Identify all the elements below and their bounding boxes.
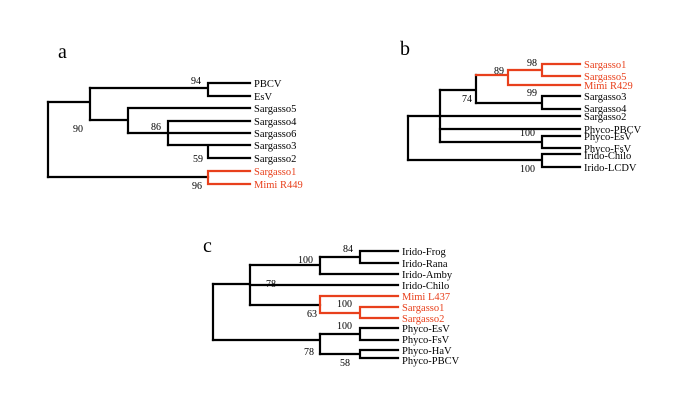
tree-a-bootstraps: 94 90 86 59 96: [73, 76, 203, 192]
tree-a-branch: [126, 119, 252, 147]
leaf-label-highlight: Mimi R429: [584, 81, 633, 92]
leaf-label: Phyco-FsV: [402, 335, 450, 346]
bootstrap-value: 89: [494, 66, 504, 77]
leaf-label: Phyco-HaV: [402, 346, 452, 357]
leaf-label-highlight: Sargasso1: [584, 60, 626, 71]
tree-a-branch: [88, 106, 252, 135]
tree-a-black-branches: [46, 81, 252, 179]
tree-b-branch: [438, 73, 478, 105]
leaf-label: Phyco-PBCV: [402, 356, 460, 367]
leaf-label: Sargasso2: [254, 154, 296, 165]
bootstrap-value: 100: [520, 164, 535, 175]
tree-b-branch: [438, 134, 582, 150]
leaf-label: Irido-Chilo: [402, 281, 449, 292]
leaf-label: Sargasso3: [584, 92, 626, 103]
leaf-label-highlight: Sargasso1: [254, 167, 296, 178]
leaf-label: Sargasso5: [254, 104, 296, 115]
tree-c-branch: [318, 348, 400, 360]
leaf-label: Irido-Frog: [402, 247, 446, 258]
tree-a-branch: [166, 143, 252, 160]
panel-a: a PBCV EsV Sargasso5 Sargasso4 Sargasso6…: [46, 41, 303, 192]
panel-letter-b: b: [400, 38, 410, 60]
bootstrap-value: 90: [73, 124, 83, 135]
leaf-label: EsV: [254, 92, 273, 103]
tree-b-black-branches: [406, 73, 582, 169]
tree-c-leaves: Irido-Frog Irido-Rana Irido-Amby Irido-C…: [402, 247, 460, 367]
leaf-label: Irido-Rana: [402, 259, 448, 270]
bootstrap-value: 100: [298, 255, 313, 266]
tree-c-bootstraps: 84 100 78 100 63 100 78 58: [266, 244, 353, 369]
panel-b: b Sargasso1 Sargasso5 Mimi R429 Sargasso…: [400, 38, 642, 175]
bootstrap-value: 78: [304, 347, 314, 358]
leaf-label: Phyco-PBCV: [584, 125, 642, 136]
tree-b-highlight-branches: [474, 62, 582, 87]
bootstrap-value: 96: [192, 181, 202, 192]
panel-letter-c: c: [203, 235, 212, 257]
tree-c-branch: [318, 249, 400, 265]
leaf-label-highlight: Mimi L437: [402, 292, 450, 303]
leaf-label: Sargasso3: [254, 141, 296, 152]
bootstrap-value: 58: [340, 358, 350, 369]
leaf-label: Irido-Amby: [402, 270, 453, 281]
tree-a-branch: [88, 81, 252, 98]
tree-b-leaves: Sargasso1 Sargasso5 Mimi R429 Sargasso3 …: [584, 60, 642, 174]
tree-b-branch: [406, 88, 442, 144]
tree-b-branch: [474, 94, 582, 111]
bootstrap-value: 94: [191, 76, 201, 87]
bootstrap-value: 63: [307, 309, 317, 320]
leaf-label: PBCV: [254, 79, 282, 90]
bootstrap-value: 100: [520, 128, 535, 139]
leaf-label: Sargasso2: [584, 112, 626, 123]
tree-a-leaves: PBCV EsV Sargasso5 Sargasso4 Sargasso6 S…: [254, 79, 303, 191]
tree-a-branch: [46, 86, 92, 122]
bootstrap-value: 100: [337, 299, 352, 310]
bootstrap-value: 74: [462, 94, 472, 105]
bootstrap-value: 99: [527, 88, 537, 99]
panel-c: c Irido-Frog Irido-Rana Irido-Amby Irido…: [203, 235, 460, 369]
leaf-label: Phyco-EsV: [402, 324, 450, 335]
tree-b-branch: [406, 152, 582, 169]
tree-a-highlight-clade: [206, 169, 252, 186]
tree-c-branch: [211, 263, 252, 307]
leaf-label-highlight: Sargasso5: [584, 72, 626, 83]
bootstrap-value: 78: [266, 279, 276, 290]
tree-c-black-branches: [211, 249, 400, 360]
leaf-label: Irido-LCDV: [584, 163, 637, 174]
tree-c-branch: [248, 255, 322, 276]
bootstrap-value: 100: [337, 321, 352, 332]
panel-letter-a: a: [58, 41, 67, 63]
bootstrap-value: 59: [193, 154, 203, 165]
tree-c-highlight-clade: [318, 294, 400, 320]
tree-c-branch: [211, 332, 322, 356]
leaf-label-highlight: Mimi R449: [254, 180, 303, 191]
tree-a-highlight-branches: [206, 169, 252, 186]
leaf-label: Sargasso4: [584, 104, 627, 115]
tree-b-bootstraps: 98 89 99 74 100 100: [462, 58, 537, 175]
bootstrap-value: 86: [151, 122, 161, 133]
leaf-label-highlight: Sargasso2: [402, 314, 444, 325]
leaf-label: Sargasso4: [254, 117, 297, 128]
leaf-label: Irido-Chilo: [584, 151, 631, 162]
leaf-label: Phyco-EsV: [584, 132, 632, 143]
tree-c-branch: [318, 326, 400, 342]
leaf-label-highlight: Sargasso1: [402, 303, 444, 314]
tree-c-highlight-branches: [318, 294, 400, 320]
bootstrap-value: 98: [527, 58, 537, 69]
leaf-label: Sargasso6: [254, 129, 296, 140]
leaf-label: Phyco-FsV: [584, 144, 632, 155]
tree-b-highlight-clade: [474, 62, 582, 87]
bootstrap-value: 84: [343, 244, 353, 255]
